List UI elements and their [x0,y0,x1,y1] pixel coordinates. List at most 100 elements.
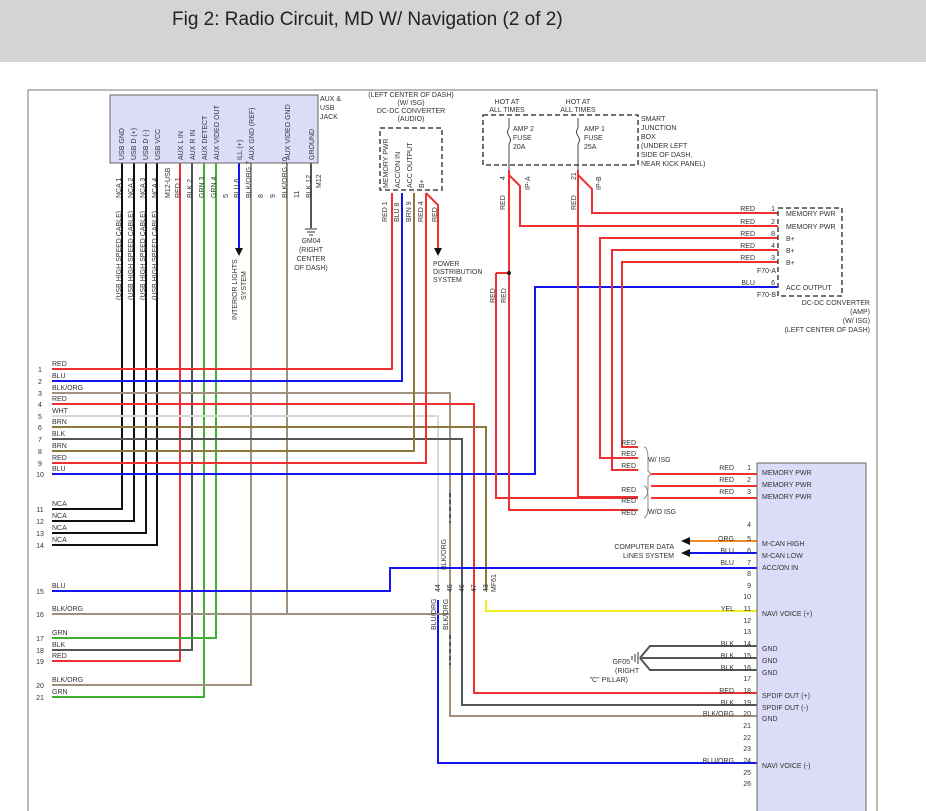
connector-id: IP-B [596,176,603,190]
main-pin-num: 15 [743,653,751,660]
row-num: 9 [38,461,42,468]
dcdc-amp-label: (AMP) [850,309,870,316]
hot-at-label: HOT AT [566,99,591,106]
row-num: 3 [38,391,42,398]
main-pin-num: 26 [743,781,751,788]
main-pin-num: 25 [743,770,751,777]
wire-color-label: RED [719,465,734,472]
aux-jack-pin-label: AUX DETECT [202,115,209,160]
row-num: 20 [36,683,44,690]
junction-box-label: BOX [641,134,656,141]
dcdc-audio-pin: MEMORY PWR [383,138,390,188]
main-pin-num: 4 [747,522,751,529]
main-pin-label: NAVI VOICE (+) [762,611,812,618]
computer-data-label: LINES SYSTEM [623,553,674,560]
dcdc-audio-wire: BRN 9 [406,201,413,222]
main-pin-num: 20 [743,711,751,718]
wire-color-label: RED [719,688,734,695]
mid-connector-pin: 43 [483,584,490,592]
dcdc-amp-label: DC-DC CONVERTER [802,300,870,307]
dcdc-audio-wire: BLU 8 [394,202,401,222]
wire-color-label: BLK/ORG [443,599,450,630]
wire-color-label: RED [52,455,67,462]
wire-color-label: GRN [52,689,68,696]
wire-color-label: NCA [52,537,67,544]
wire-row-15 [52,567,757,592]
main-pin-num: 2 [747,477,751,484]
wire-navi-voice-minus [437,600,757,764]
row-num: 19 [36,659,44,666]
row-num: 15 [36,589,44,596]
main-pin-num: 5 [747,536,751,543]
gf05-label: "C" PILLAR) [590,677,628,684]
wire-usb-gnd [52,163,123,510]
main-pin-num: 14 [743,641,751,648]
interior-lights-label: INTERIOR LIGHTS [232,259,239,320]
wire-color-label: RED [621,510,636,517]
wire-color-label: BLU [52,583,66,590]
aux-jack-pin-label: GROUND [309,129,316,160]
wire-color-label: RED [740,243,755,250]
main-pin-num: 21 [743,723,751,730]
row-num: 14 [36,543,44,550]
wire-power-dist [425,192,439,248]
connector-id: F70-A [757,268,776,275]
dcdc-amp-pin: MEMORY PWR [786,224,836,231]
junction-pin: 4 [500,176,507,180]
dcdc-amp-pin: B+ [786,248,795,255]
dcdc-audio-pin: B+ [419,179,426,188]
main-pin-num: 3 [747,489,751,496]
wire-color-label: BRN [52,443,67,450]
wire-color-label: BLK [721,700,735,707]
wire-color-label: RED [740,255,755,262]
ground-icon [305,228,317,236]
smart-junction-box [482,114,639,166]
main-pin-num: 22 [743,735,751,742]
aux-wire-label: 8 [258,194,265,198]
row-num: 18 [36,648,44,655]
wire-color-label: GRN [52,630,68,637]
fuse-label: 25A [584,144,597,151]
aux-jack-label: USB [320,105,335,112]
row-num: 21 [36,695,44,702]
aux-jack-pin-label: USB D (-) [143,130,150,160]
dcdc-amp-label: (W/ ISG) [843,318,870,325]
ground-icon [631,652,639,664]
main-pin-label: GND [762,716,778,723]
wire-color-label: RED [621,487,636,494]
usb-cable-label: (USB HIGH SPEED CABLE) [128,211,135,300]
usb-cable-label: (USB HIGH SPEED CABLE) [116,211,123,300]
wire-aux-r [52,163,193,651]
main-pin-num: 18 [743,688,751,695]
fuse-label: FUSE [513,135,532,142]
dcdc-amp-pin: MEMORY PWR [786,211,836,218]
dcdc-amp-pin-num: 2 [771,219,775,226]
arrow-left-icon [681,549,690,557]
wire-color-label: NCA [52,513,67,520]
wire-color-label: RED [52,361,67,368]
main-pin-num: 12 [743,618,751,625]
wire-color-label: RED [571,195,578,210]
connector-id: IP-A [525,176,532,190]
aux-jack-pin-label: AUX VIDEO GND [285,104,292,160]
wire-navi-voice-plus [485,600,757,612]
main-pin-label: M-CAN HIGH [762,541,804,548]
dcdc-audio-pin: ACC OUTPUT [407,142,414,188]
aux-wire-label: BLK/ORG 7 [246,161,253,198]
mid-connector-pin: 46 [459,584,466,592]
wire-color-label: BLU [52,466,66,473]
main-pin-label: MEMORY PWR [762,482,812,489]
dcdc-amp-pin-num: 8 [771,231,775,238]
wire-color-label: BLK/ORG [703,711,734,718]
wire-memory-pwr [651,473,757,499]
gm04-label: (RIGHT [299,247,324,254]
wire-color-label: NCA [52,525,67,532]
row-num: 17 [36,636,44,643]
wire-color-label: RED [501,288,508,303]
wire-amp2-fuse [508,170,638,511]
aux-jack-pin-label: USB D (+) [131,128,138,160]
gm04-label: GM04 [301,238,320,245]
isg-brace [643,446,652,519]
aux-wire-label: 11 [294,191,301,198]
wire-color-label: RED [621,498,636,505]
